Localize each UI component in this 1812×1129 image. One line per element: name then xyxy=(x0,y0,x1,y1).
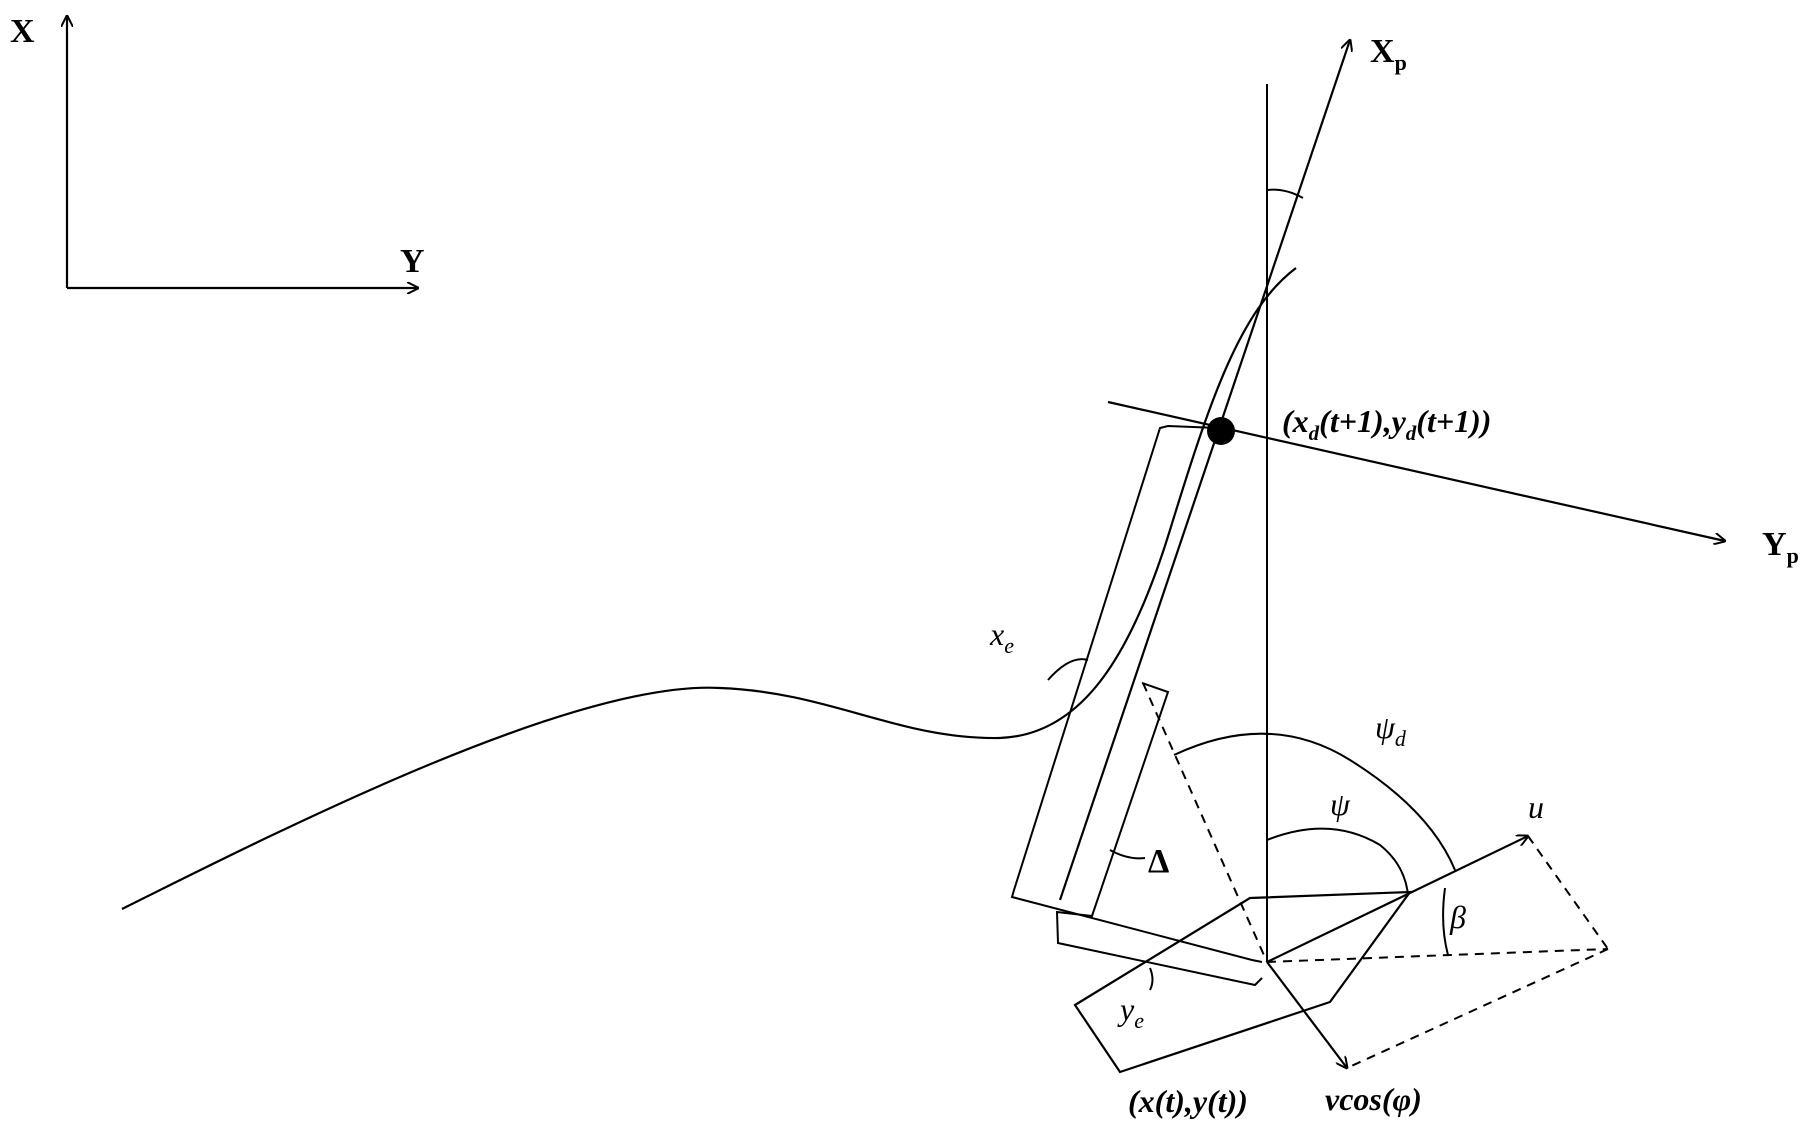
global-frame: X Y xyxy=(10,13,425,288)
psi-d-label: ψd xyxy=(1375,709,1407,751)
ye-brace-tick xyxy=(1149,967,1154,991)
vcos-label: vcos(φ) xyxy=(1325,1081,1422,1117)
xp-label: Xp xyxy=(1370,33,1407,75)
parallelogram-side-1 xyxy=(1527,835,1609,950)
delta-label: Δ xyxy=(1148,843,1169,880)
yp-label: Yp xyxy=(1762,526,1799,568)
ye-label: ye xyxy=(1117,991,1144,1033)
xp-axis xyxy=(1058,40,1350,901)
global-y-label: Y xyxy=(400,243,425,280)
global-x-label: X xyxy=(10,13,35,50)
vessel-hull xyxy=(1073,890,1413,1074)
vcos-vector xyxy=(1266,961,1347,1068)
velocity-dashed xyxy=(1266,948,1609,963)
current-point-label: (x(t),y(t)) xyxy=(1128,1083,1248,1119)
surge-label: u xyxy=(1528,789,1544,825)
psi-arc xyxy=(1266,827,1409,896)
beta-arc xyxy=(1442,887,1449,956)
top-angle-arc xyxy=(1266,188,1304,199)
delta-brace xyxy=(1055,682,1263,987)
delta-brace-tick xyxy=(1109,849,1146,860)
target-point-marker xyxy=(1207,417,1235,445)
xe-brace-tick xyxy=(1047,658,1089,681)
cross-track-dashed xyxy=(1142,682,1268,963)
parallelogram-side-2 xyxy=(1346,948,1609,1069)
desired-path xyxy=(121,267,1297,910)
surge-vector xyxy=(1266,836,1528,963)
target-point-label: (xd(t+1),yd(t+1)) xyxy=(1282,403,1491,445)
psi-label: ψ xyxy=(1330,786,1351,822)
xe-label: xe xyxy=(989,616,1014,658)
psi-d-arc xyxy=(1173,732,1456,871)
beta-label: β xyxy=(1449,899,1466,935)
xe-brace xyxy=(1010,424,1263,963)
